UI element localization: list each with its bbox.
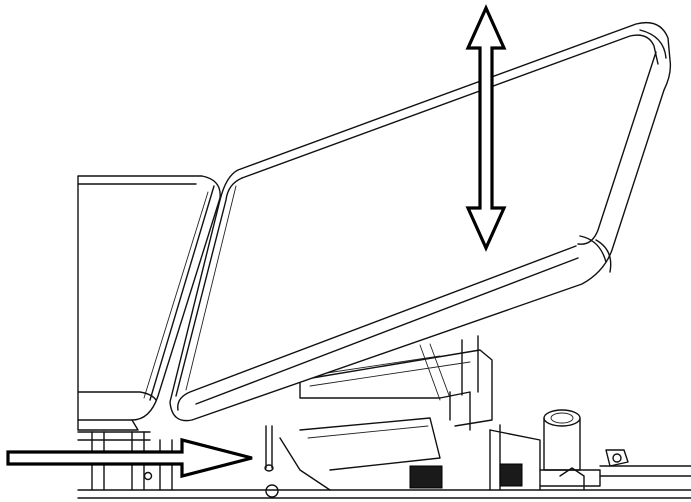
tilted-cushion <box>169 21 672 422</box>
double-headed-vertical-arrow-icon <box>465 4 507 252</box>
base-frame <box>77 335 691 499</box>
flat-cushion <box>77 175 221 431</box>
right-pointing-arrow-icon <box>6 437 253 479</box>
